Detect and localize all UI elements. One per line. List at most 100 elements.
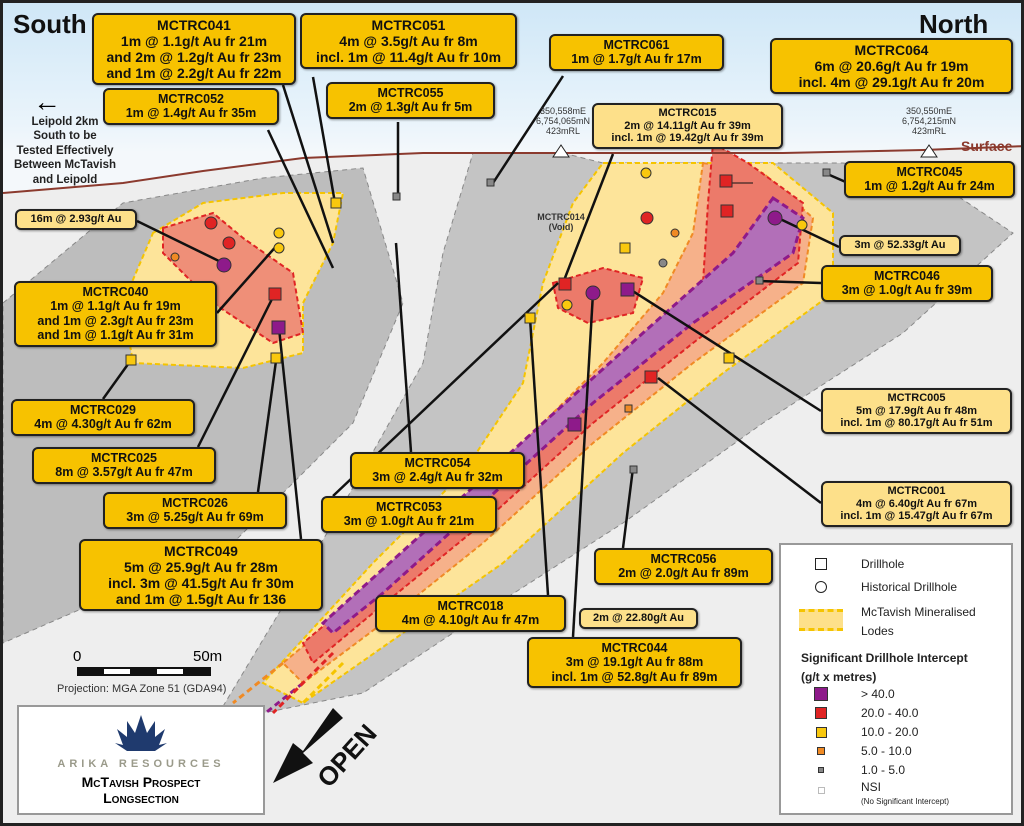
callout-leaders (101, 75, 849, 638)
rl: 423mRL (911, 125, 947, 136)
callout-intercept: and 1m @ 1.1g/t Au fr 31m (37, 328, 194, 343)
callout-intercept: incl. 3m @ 41.5g/t Au fr 30m (108, 575, 294, 592)
projection-label: Projection: MGA Zone 51 (GDA94) (57, 683, 227, 695)
void-hole-id: MCTRC014 (537, 212, 585, 222)
callout-intercept: and 1m @ 1.5g/t Au fr 136 (115, 591, 287, 608)
callout-intercept: incl. 1m @ 19.42g/t Au fr 39m (611, 132, 764, 145)
callout-intercept: 5m @ 25.9g/t Au fr 28m (124, 559, 278, 576)
legend-label: Historical Drillhole (861, 580, 958, 594)
callout-hole-id: MCTRC045 (896, 165, 963, 179)
legend-class: 10.0 - 20.0 (781, 725, 918, 739)
scale-max: 50m (193, 648, 223, 665)
scale-zero: 0 (73, 648, 82, 665)
void-note: (Void) (548, 221, 574, 232)
legend-class: > 40.0 (781, 687, 895, 701)
note-line: Leipold 2km (31, 116, 99, 128)
class-swatch-icon (817, 747, 825, 755)
callout-intercept: 4m @ 4.30g/t Au fr 62m (34, 417, 172, 432)
callout-hole-id: MCTRC052 (158, 92, 224, 106)
callout-intercept: 3m @ 2.4g/t Au fr 32m (372, 470, 503, 485)
circle-icon (815, 581, 827, 593)
callout-intercept: 3m @ 1.0g/t Au fr 21m (343, 514, 475, 529)
surface-line (3, 145, 1021, 194)
section-title: Longsection (103, 790, 179, 806)
class-swatch-icon (815, 707, 827, 719)
callout-hole-id: MCTRC053 (376, 500, 442, 514)
callout-intercept: 16m @ 2.93g/t Au (30, 213, 122, 225)
lode-red-south (162, 211, 305, 345)
callout-hole-id: MCTRC026 (162, 496, 228, 510)
lode-swatch-icon (799, 609, 843, 631)
callout-intercept: 8m @ 3.57g/t Au fr 47m (55, 465, 193, 480)
callout-intercept: 2m @ 1.3g/t Au fr 5m (348, 100, 473, 115)
callout-intercept: incl. 1m @ 80.17g/t Au fr 51m (840, 417, 993, 430)
callout-hole-id: MCTRC051 (371, 17, 446, 33)
northing: 6,754,215mN (901, 115, 957, 126)
callout-hole-id: MCTRC025 (91, 451, 157, 465)
legend-label: 5.0 - 10.0 (861, 744, 912, 758)
scale-bar (77, 667, 211, 676)
callout-hole-id: MCTRC056 (650, 552, 717, 566)
south-label: South (13, 9, 87, 39)
legend-title: Significant Drillhole Intercept (g/t x me… (801, 649, 968, 687)
company-name: ARIKA RESOURCES (57, 758, 225, 770)
drillhole-markers (125, 167, 831, 474)
callout-intercept: 2m @ 14.11g/t Au fr 39m (624, 119, 751, 132)
note-line: and Leipold (32, 173, 98, 186)
class-swatch-icon (814, 687, 828, 701)
note-line: Tested Effectively (16, 144, 114, 157)
callout-intercept: 4m @ 4.10g/t Au fr 47m (401, 613, 540, 628)
rl: 423mRL (545, 125, 581, 136)
callout-intercept: 6m @ 20.6g/t Au fr 19m (814, 58, 969, 75)
callout-hole-id: MCTRC005 (887, 392, 946, 404)
callout-hole-id: MCTRC054 (404, 456, 471, 470)
callout-intercept: incl. 4m @ 29.1g/t Au fr 20m (798, 74, 985, 91)
legend-historical: Historical Drillhole (781, 580, 957, 594)
callout-intercept: 3m @ 5.25g/t Au fr 69m (126, 510, 264, 525)
callout-hole-id: MCTRC046 (874, 269, 940, 283)
callout-hole-id: MCTRC049 (164, 543, 238, 559)
class-swatch-icon (815, 726, 827, 738)
legend-class: 1.0 - 5.0 (781, 763, 905, 777)
north-label: North (919, 9, 989, 39)
prospect-title: McTavish Prospect (81, 774, 201, 790)
void-hole-label: MCTRC014(Void) (531, 212, 591, 233)
legend-label: 20.0 - 40.0 (861, 706, 919, 720)
nsi-icon (817, 787, 825, 794)
callout-hole-id: MCTRC001 (887, 485, 946, 497)
callout-hole-id: MCTRC044 (601, 641, 668, 655)
callout-intercept: 3m @ 19.1g/t Au fr 88m (565, 655, 704, 670)
callout-intercept: 4m @ 3.5g/t Au fr 8m (339, 33, 478, 50)
legend-subtitle: (g/t x metres) (801, 670, 877, 684)
open-arrow (273, 708, 343, 783)
legend-class: 20.0 - 40.0 (781, 706, 918, 720)
square-icon (815, 558, 827, 570)
callout-intercept: 1m @ 1.4g/t Au fr 35m (125, 106, 257, 121)
legend-title-text: Significant Drillhole Intercept (801, 651, 968, 665)
legend-label: (No Significant Intercept) (861, 797, 950, 806)
callout-intercept: and 1m @ 2.3g/t Au fr 23m (37, 313, 194, 328)
lotus-logo-icon (115, 715, 167, 751)
callout-intercept: 3m @ 52.33g/t Au (854, 239, 946, 251)
callout-hole-id: MCTRC055 (377, 86, 444, 100)
callout-h2: 3m @ 52.33g/t Au (839, 235, 961, 256)
